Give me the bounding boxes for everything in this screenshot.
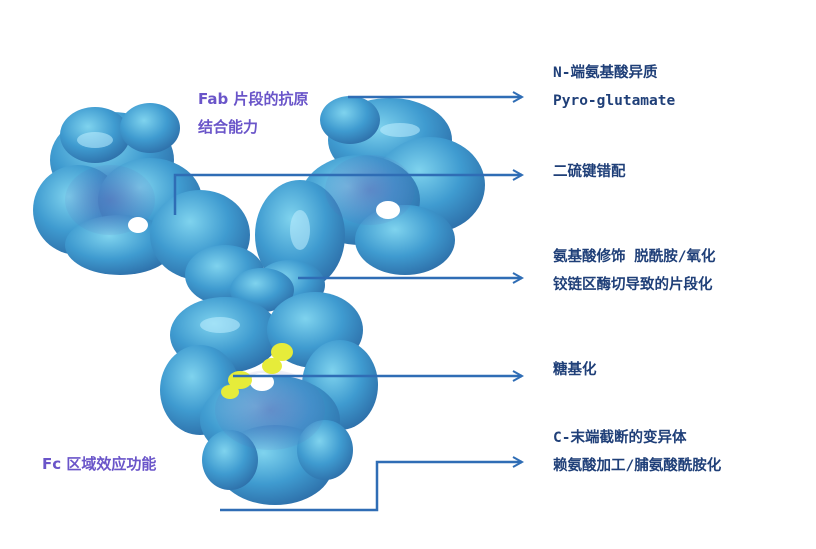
label-c-terminal-line-1: C-末端截断的变异体 — [553, 430, 687, 446]
label-c-terminal-line-2: 赖氨酸加工/脯氨酸酰胺化 — [553, 458, 722, 474]
pointers — [173, 97, 522, 512]
label-fab: Fab 片段的抗原 结合能力 — [198, 85, 308, 141]
label-c-terminal: C-末端截断的变异体 赖氨酸加工/脯氨酸酰胺化 — [553, 424, 721, 480]
label-modification-line-2: 铰链区酶切导致的片段化 — [553, 277, 713, 293]
arrow-disulfide — [173, 175, 522, 215]
label-fc-line-1: Fc 区域效应功能 — [42, 455, 157, 473]
shading — [65, 155, 415, 450]
label-glycosylation-line-1: 糖基化 — [553, 362, 597, 378]
label-disulfide-line-1: 二硫键错配 — [553, 164, 626, 180]
highlights — [77, 123, 420, 333]
label-modification: 氨基酸修饰 脱酰胺/氧化 铰链区酶切导致的片段化 — [553, 243, 715, 299]
label-n-terminal: N-端氨基酸异质 Pyro-glutamate — [553, 59, 675, 115]
arrow-c-terminal — [220, 462, 522, 512]
label-n-terminal-line-1: N-端氨基酸异质 — [553, 65, 658, 81]
label-glycosylation: 糖基化 — [553, 356, 597, 384]
label-fc: Fc 区域效应功能 — [42, 450, 156, 478]
label-modification-line-1: 氨基酸修饰 脱酰胺/氧化 — [553, 249, 716, 265]
label-disulfide: 二硫键错配 — [553, 158, 626, 186]
cavities — [128, 201, 400, 391]
label-n-terminal-line-2: Pyro-glutamate — [553, 93, 676, 109]
label-fab-line-2: 结合能力 — [198, 118, 259, 136]
label-fab-line-1: Fab 片段的抗原 — [198, 90, 309, 108]
